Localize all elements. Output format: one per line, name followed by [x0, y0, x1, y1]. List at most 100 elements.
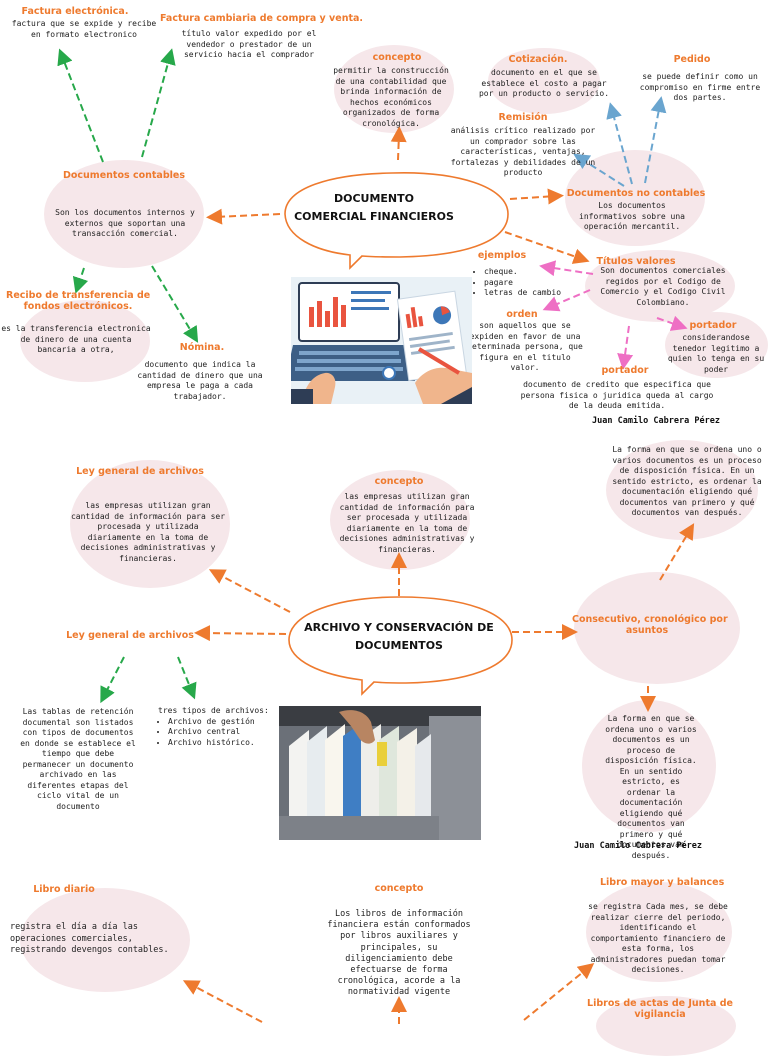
documentos-contables-text: Son los documentos internos y externos q… [55, 208, 195, 238]
factura-electronica-title: Factura electrónica. [21, 6, 129, 17]
libro-mayor-title: Libro mayor y balances [600, 877, 725, 888]
arrow-to-factura-electronica [57, 48, 104, 163]
arrow-to-cotizacion [606, 102, 633, 185]
remision-title: Remisión [498, 112, 548, 123]
ley1-text: las empresas utilizan gran cantidad de i… [70, 501, 226, 563]
file-cabinet-photo [279, 706, 481, 840]
ley2-title: Ley general de archivos [66, 630, 194, 641]
file-cabinet-svg [279, 706, 481, 840]
nomina-title: Nómina. [179, 342, 225, 353]
arrow-to-no-contables [509, 188, 564, 205]
concepto-2-text: las empresas utilizan gran cantidad de i… [339, 492, 475, 554]
laptop-illustration-svg [291, 277, 472, 404]
recibo-title-line1: Recibo de transferencia de [6, 290, 151, 301]
central-title-1-line1: DOCUMENTO [333, 192, 414, 205]
business-documents-illustration [291, 277, 472, 404]
blob-consecutivo-text [582, 700, 716, 832]
arrow-to-libro-diario [182, 980, 263, 1023]
archivo-type-item: Archivo de gestión [168, 717, 278, 728]
arrow-to-factura-cambiaria [141, 48, 176, 158]
tres-tipos-list: tres tipos de archivos: Archivo de gesti… [158, 706, 278, 748]
blob-consecutivo [574, 572, 740, 684]
central-title-2-line2: DOCUMENTOS [355, 639, 443, 652]
arrow-to-tres-tipos [177, 656, 197, 700]
arrow-to-concepto [390, 126, 407, 161]
cotizacion-title: Cotización. [508, 54, 568, 65]
blob-libro-diario [20, 888, 190, 992]
arrow-to-portador-right [656, 315, 688, 331]
portador-right-text: considerandose tenedor legitimo a quien … [667, 333, 765, 374]
portador-bottom-title: portador [601, 365, 649, 376]
arrow-to-recibo [72, 267, 89, 294]
arrow-to-pedido [644, 96, 667, 184]
cotizacion-text: documento en el que se establece el cost… [478, 68, 610, 98]
titulos-valores-text: Son documentos comerciales regidos por e… [600, 266, 726, 307]
consecutivo-text: La forma en que se ordena uno o varios d… [605, 714, 697, 860]
archivo-type-item: Archivo central [168, 727, 278, 738]
tablas-text: Las tablas de retención documental son l… [20, 707, 136, 811]
blob-titulos-valores [585, 250, 735, 322]
factura-electronica-text: factura que se expide y recibe en format… [11, 19, 157, 39]
concepto-text: permitir la construcción de una contabil… [333, 66, 449, 128]
titulos-valores-title: Títulos valores [596, 256, 676, 267]
concepto-title: concepto [372, 52, 422, 63]
portador-right-title: portador [689, 320, 737, 331]
libros-actas-title: Libros de actas de Junta de vigilancia [580, 998, 740, 1020]
blob-concepto [334, 45, 454, 133]
ejemplo-item: cheque. [484, 267, 574, 278]
libros-actas-title-line1: Libros de actas de Junta de [587, 998, 733, 1009]
author-signature-2: Juan Camilo Cabrera Pérez [574, 841, 702, 851]
consecutivo-title-line1: Consecutivo, cronológico por [572, 614, 728, 625]
arrow-to-titulos-valores [504, 231, 590, 264]
libro-diario-title: Libro diario [33, 884, 95, 895]
blob-documentos-contables [44, 160, 204, 268]
tres-tipos-intro: tres tipos de archivos: [158, 706, 269, 715]
recibo-title: Recibo de transferencia de fondos electr… [6, 290, 150, 312]
arrow-to-nomina [151, 265, 199, 343]
arrow-to-remision [573, 153, 625, 187]
libros-actas-title-line2: vigilancia [634, 1009, 686, 1020]
author-signature-1: Juan Camilo Cabrera Pérez [592, 416, 720, 426]
portador-bottom-text: documento de credito que especifica que … [520, 380, 714, 410]
ejemplos-list: cheque. pagare letras de cambio [474, 267, 574, 299]
recibo-title-line2: fondos electrónicos. [23, 301, 133, 312]
arrow-to-orden [542, 289, 591, 312]
arrow-to-ejemplos [539, 260, 594, 277]
recibo-text: es la transferencia electronica de diner… [1, 324, 151, 354]
documentos-contables-title: Documentos contables [63, 170, 185, 181]
central-title-1: DOCUMENTO COMERCIAL FINANCIEROS [290, 190, 458, 226]
ley1-title: Ley general de archivos [76, 466, 204, 477]
orden-title: orden [506, 309, 538, 320]
consecutivo-title-line2: asuntos [625, 625, 669, 636]
arrow-to-portador-bottom [617, 325, 634, 370]
nomina-text: documento que indica la cantidad de dine… [137, 360, 263, 401]
blob-libro-mayor [586, 882, 732, 982]
section1-arrows [57, 48, 688, 370]
factura-cambiaria-text: título valor expedido por el vendedor o … [181, 29, 317, 59]
pedido-text: se puede definir como un compromiso en f… [639, 72, 761, 102]
arrow-to-documentos-contables [206, 208, 281, 225]
libro-mayor-text: se registra Cada mes, se debe realizar c… [588, 902, 728, 974]
blob-ley1 [70, 460, 230, 588]
pedido-title: Pedido [673, 54, 711, 65]
central-title-2-line1: ARCHIVO Y CONSERVACIÓN DE [304, 621, 494, 634]
remision-text: análisis crítico realizado por un compra… [450, 126, 596, 177]
ejemplos-title: ejemplos [477, 250, 527, 261]
consecutivo-title: Consecutivo, cronológico por asuntos [572, 614, 728, 636]
documentos-no-contables-text: Los documentos informativos sobre una op… [579, 201, 685, 231]
factura-cambiaria-title: Factura cambiaria de compra y venta. [160, 13, 364, 24]
arrow-to-ley2 [194, 625, 287, 642]
top-right-text: La forma en que se ordena uno o varios d… [612, 445, 762, 517]
arrow-to-tablas [100, 656, 125, 704]
blob-cotizacion [488, 48, 600, 114]
concepto-3-text: Los libros de información financiera est… [327, 909, 471, 998]
concepto-2-title: concepto [374, 476, 424, 487]
ejemplo-item: letras de cambio [484, 288, 574, 299]
arrow-to-libro-mayor [523, 962, 595, 1021]
concepto-3-title: concepto [374, 883, 424, 894]
orden-text: son aquellos que se expiden en favor de … [467, 321, 583, 372]
arrow-to-ley1 [208, 569, 291, 613]
archivo-type-item: Archivo histórico. [168, 738, 278, 749]
central-title-1-line2: COMERCIAL FINANCIEROS [294, 210, 454, 223]
documentos-no-contables-title: Documentos no contables [566, 188, 706, 199]
